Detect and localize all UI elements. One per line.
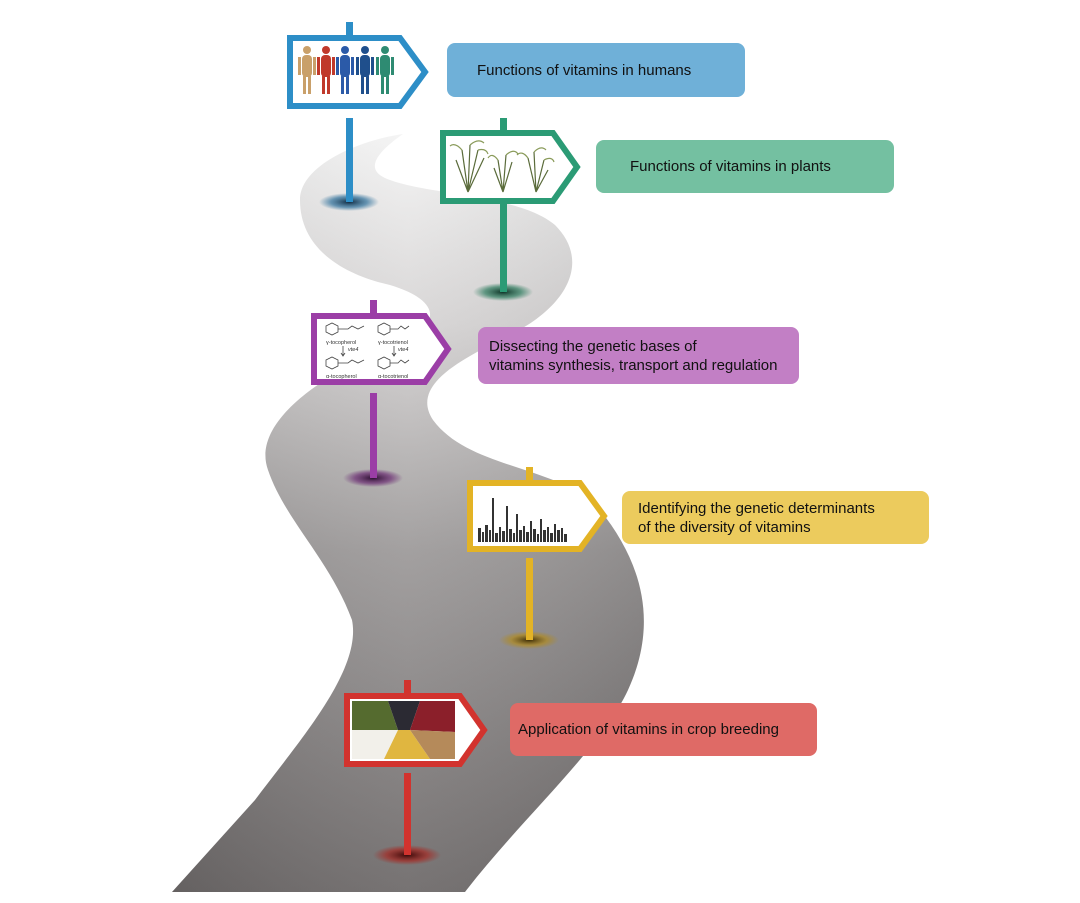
rice-plants-icon (449, 140, 555, 193)
pathway-label: γ-tocotrienol (378, 340, 408, 346)
pathway-label: vte4 (398, 347, 408, 353)
manhattan-plot-icon (478, 498, 567, 542)
tocopherol-pathway-icon: γ-tocopherol γ-tocotrienol vte4 vte4 α-t… (325, 322, 410, 380)
signpost-pole (346, 118, 353, 202)
milestone-genetic-bases: γ-tocopherol γ-tocotrienol vte4 vte4 α-t… (311, 300, 452, 487)
label-text: Functions of vitamins in plants (630, 158, 831, 175)
label-text: Dissecting the genetic bases of vitamins… (489, 337, 778, 374)
label-text: Functions of vitamins in humans (477, 61, 692, 79)
milestone-genetic-determinants (467, 467, 608, 649)
pathway-label: α-tocopherol (326, 374, 357, 380)
pathway-label: γ-tocopherol (326, 340, 356, 346)
milestone-crop-breeding (344, 680, 488, 865)
label-genetic-bases: Dissecting the genetic bases of vitamins… (478, 327, 799, 384)
label-functions-plants: Functions of vitamins in plants (596, 140, 894, 193)
grain-seeds-icon (352, 701, 455, 759)
label-crop-breeding: Application of vitamins in crop breeding (510, 703, 817, 756)
pathway-label: vte4 (348, 347, 358, 353)
signpost-pole (500, 204, 507, 292)
milestone-plants (440, 118, 581, 301)
label-text: Application of vitamins in crop breeding (518, 721, 779, 738)
label-text: Identifying the genetic determinants of … (638, 499, 875, 536)
signpost-pole (404, 773, 411, 855)
human-body-systems-icon (298, 46, 394, 94)
signpost-pole (370, 393, 377, 478)
milestone-humans (287, 22, 429, 211)
label-functions-humans: Functions of vitamins in humans (447, 43, 745, 97)
signpost-pole (526, 558, 533, 640)
signpost-sign (311, 313, 452, 385)
pathway-label: α-tocotrienol (378, 374, 408, 380)
label-genetic-determinants: Identifying the genetic determinants of … (622, 491, 929, 544)
